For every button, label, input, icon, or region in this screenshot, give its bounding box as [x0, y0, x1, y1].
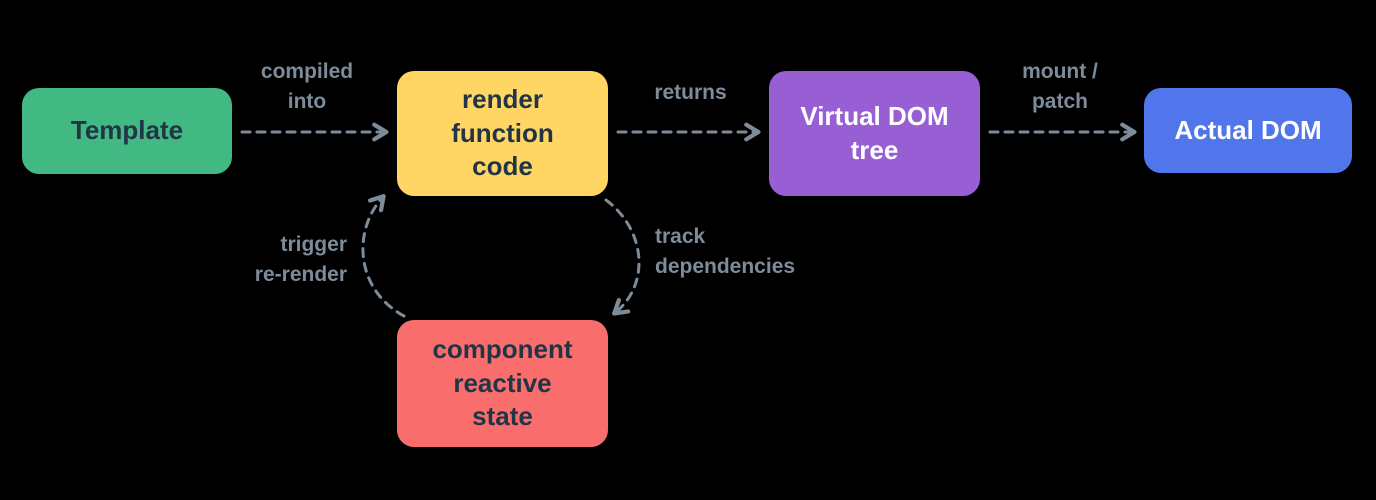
edge-label-track-dependencies: track dependencies: [655, 225, 796, 279]
node-component-reactive-state: component reactive state: [397, 320, 608, 447]
node-render-function-code: render function code: [397, 71, 608, 196]
node-render-function-code-label: render function code: [451, 83, 554, 182]
node-template: Template: [22, 88, 232, 174]
arrow-track-dependencies: [604, 198, 641, 316]
node-virtual-dom-tree-label: Virtual DOM tree: [800, 100, 949, 165]
node-virtual-dom-tree: Virtual DOM tree: [769, 71, 980, 196]
edge-label-returns: returns: [654, 81, 727, 104]
node-component-reactive-state-label: component reactive state: [432, 333, 573, 432]
node-actual-dom-label: Actual DOM: [1174, 114, 1322, 145]
edge-label-compiled-into: compiled into: [260, 60, 354, 114]
arrow-trigger-rerender: [361, 194, 406, 318]
edge-label-trigger-rerender: trigger re-render: [254, 233, 347, 287]
node-actual-dom: Actual DOM: [1144, 88, 1352, 173]
edge-label-mount-patch: mount / patch: [1022, 60, 1098, 114]
node-template-label: Template: [70, 115, 184, 146]
